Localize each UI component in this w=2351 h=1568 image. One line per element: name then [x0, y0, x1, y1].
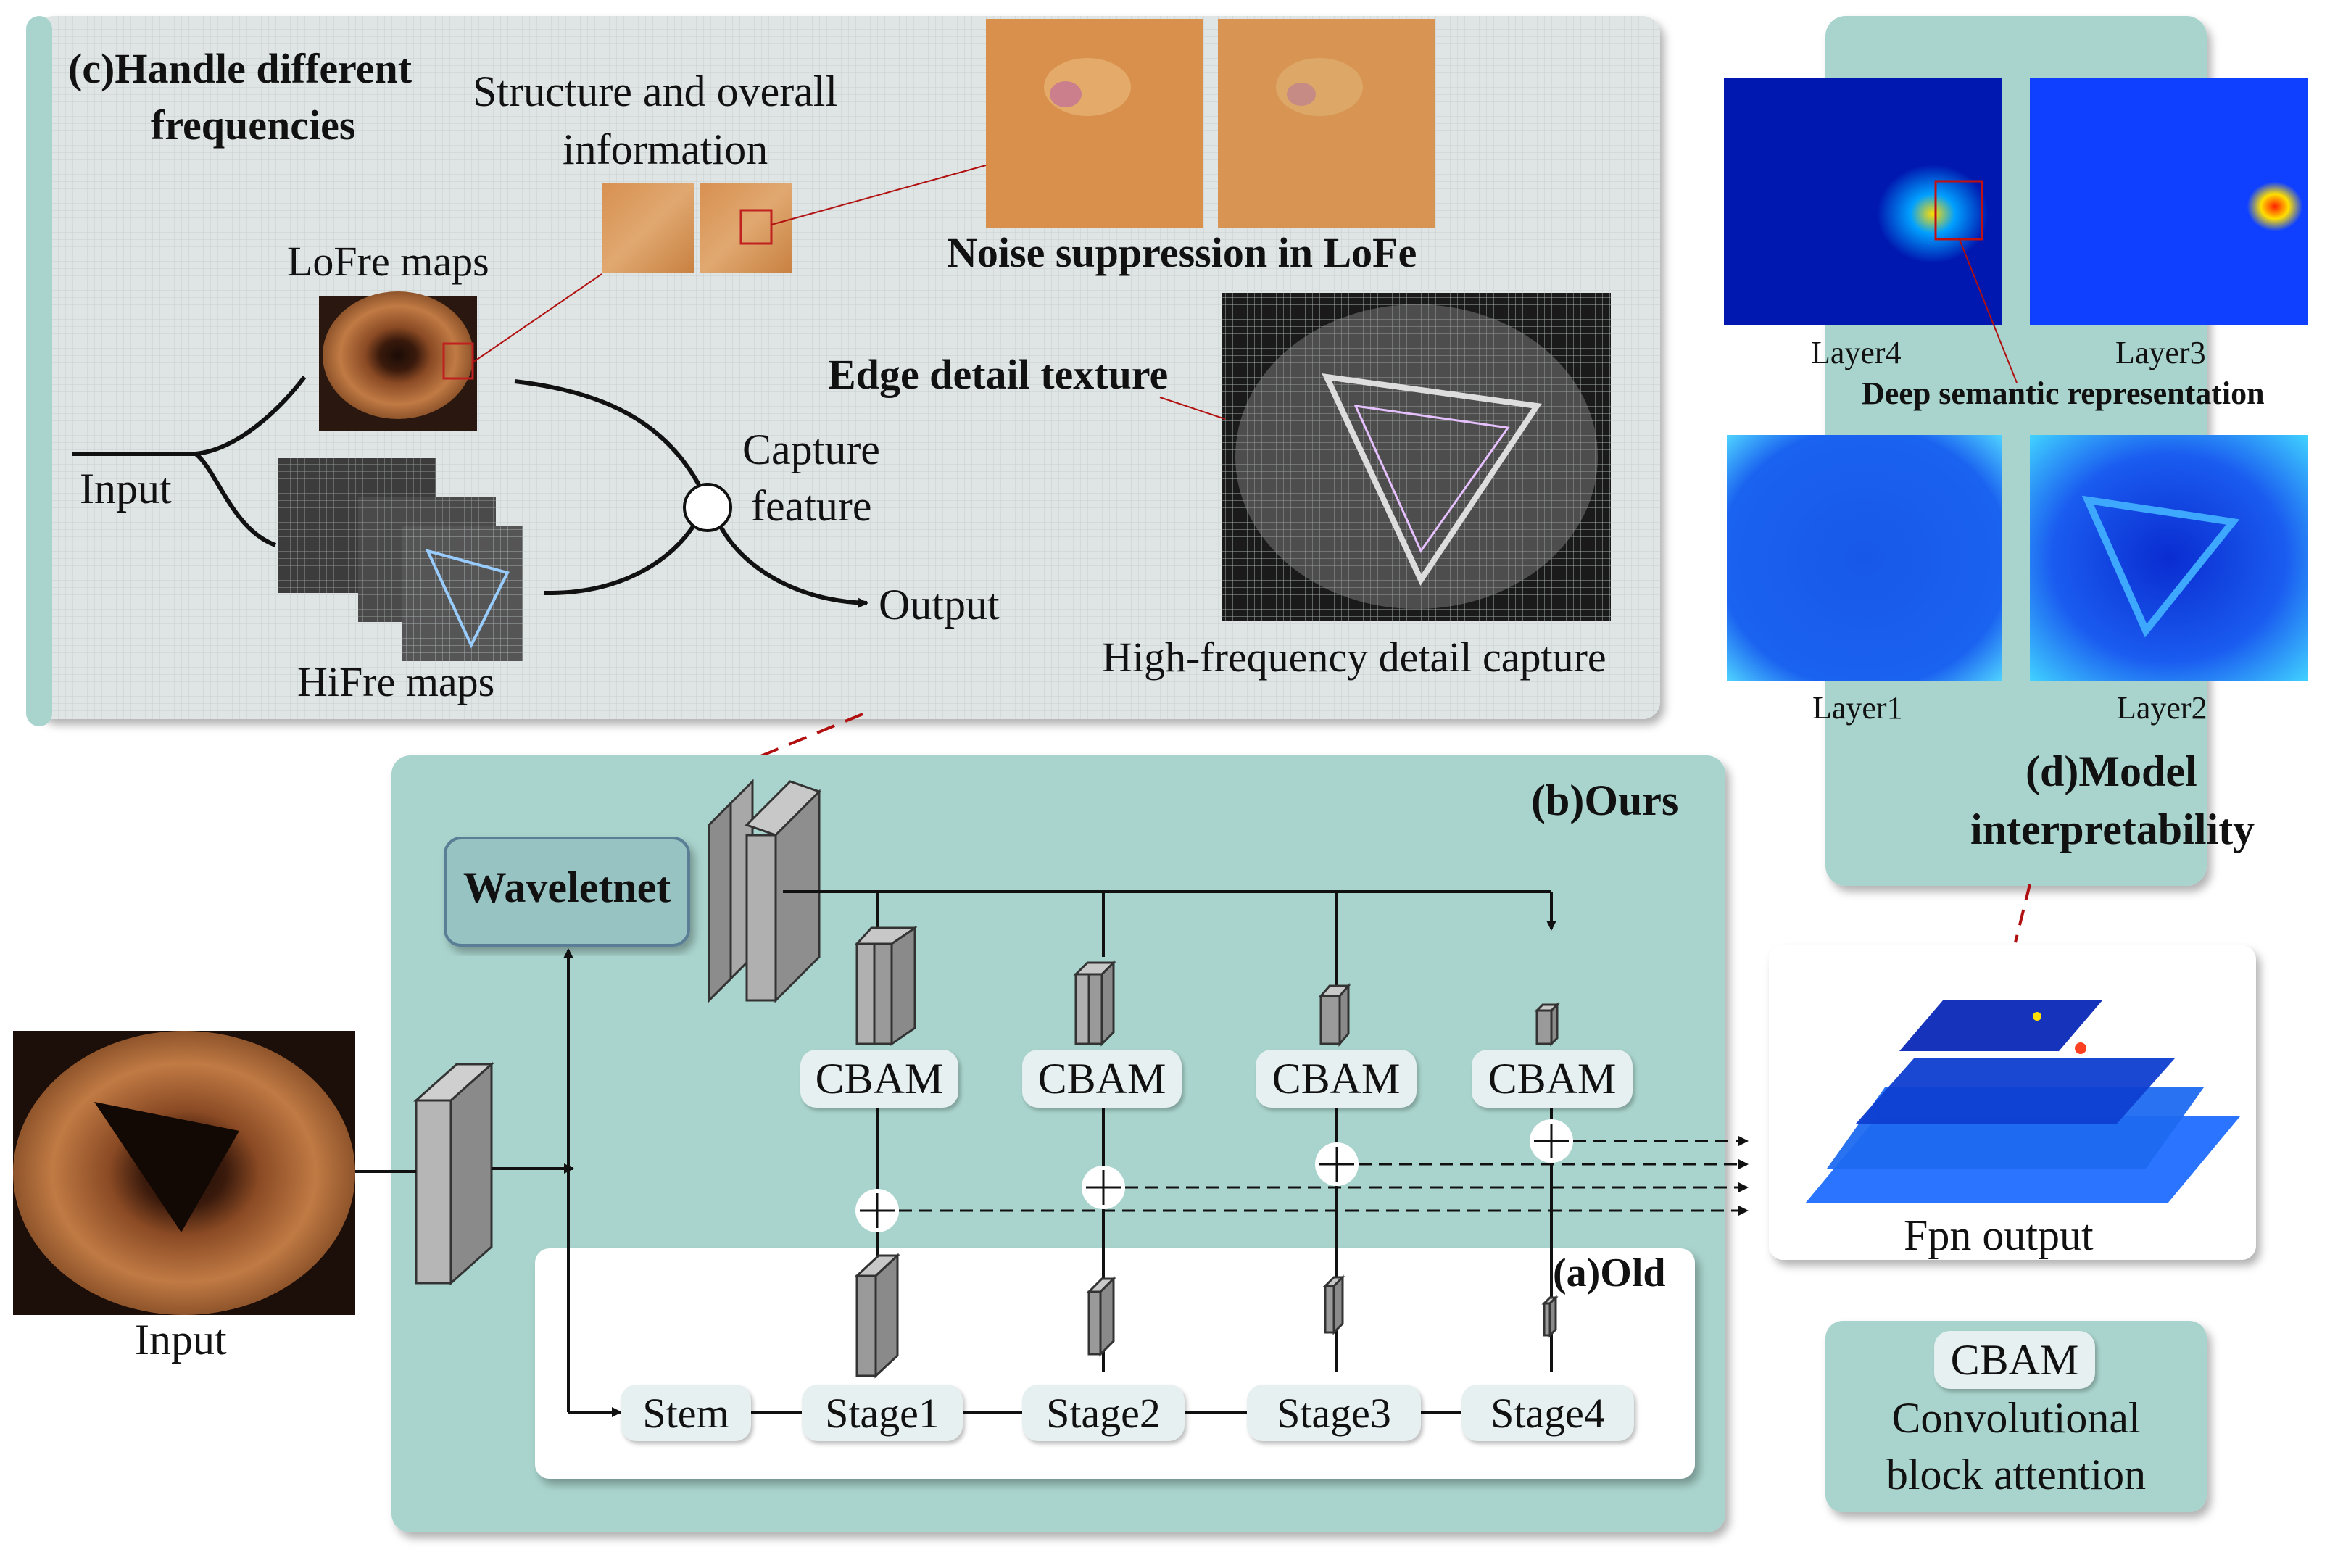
layer2-label: Layer2 — [2117, 690, 2207, 726]
heatmap-layer2 — [2030, 435, 2308, 681]
input-image-label: Input — [135, 1316, 227, 1364]
input-endoscopy-image — [13, 1031, 355, 1315]
panel-a — [535, 1248, 1695, 1479]
stage-stem: Stem — [621, 1385, 751, 1441]
panel-d-title-line1: (d)Model — [2025, 747, 2197, 795]
layer4-label: Layer4 — [1811, 335, 1902, 370]
structure-label-line1: Structure and overall — [473, 67, 838, 115]
capture-feature-line1: Capture — [742, 426, 880, 473]
cbam-label-stage3: CBAM — [1256, 1050, 1417, 1108]
stage-1: Stage1 — [802, 1385, 963, 1441]
panel-c-title-line2: frequencies — [151, 101, 356, 149]
cbam-label-stage2: CBAM — [1022, 1050, 1182, 1108]
cbam-feature-blocks — [854, 926, 1560, 1048]
hifre-map-images — [278, 458, 523, 661]
heatmap-layer1 — [1727, 435, 2002, 681]
stem-conv-block — [413, 1061, 494, 1286]
panel-c — [26, 16, 1660, 726]
heatmap-layer3 — [2030, 78, 2308, 325]
stage-3: Stage3 — [1247, 1385, 1421, 1441]
noise-suppression-label: Noise suppression in LoFe — [947, 229, 1417, 276]
layer1-label: Layer1 — [1812, 690, 1903, 726]
hifre-maps-label: HiFre maps — [297, 658, 495, 705]
panel-d-title-line2: interpretability — [1970, 805, 2255, 853]
capture-feature-line2: feature — [751, 482, 872, 530]
stage-2: Stage2 — [1022, 1385, 1185, 1441]
fpn-output-label: Fpn output — [1904, 1211, 2094, 1259]
fpn-level-4 — [1899, 1000, 2102, 1051]
fpn-output-panel — [1769, 945, 2256, 1260]
layer3-label: Layer3 — [2115, 335, 2206, 370]
panel-c-side-bar — [26, 16, 52, 726]
legend-cbam-abbr: CBAM — [1934, 1331, 2095, 1389]
panel-b-title: (b)Ours — [1531, 776, 1679, 824]
structure-label-line2: information — [563, 125, 768, 173]
legend-line2: block attention — [1886, 1451, 2147, 1498]
panel-c-title-line1: (c)Handle different — [68, 45, 412, 92]
waveletnet-feature-blocks — [708, 779, 821, 1003]
panel-a-title: (a)Old — [1553, 1250, 1666, 1295]
panel-b — [355, 755, 1725, 1532]
lofre-map-image — [319, 291, 477, 431]
legend-panel — [1825, 1321, 2207, 1512]
panel-c-input-label: Input — [80, 465, 172, 513]
structure-thumbnails — [602, 183, 792, 273]
stage-feature-blocks — [854, 1253, 1559, 1379]
cbam-label-stage4: CBAM — [1472, 1050, 1633, 1108]
output-label: Output — [879, 581, 1000, 629]
sum-nodes — [855, 1119, 1573, 1232]
waveletnet-box — [444, 837, 690, 947]
stage-4: Stage4 — [1461, 1385, 1634, 1441]
edge-detail-image — [1222, 293, 1611, 621]
waveletnet-label: Waveletnet — [463, 863, 671, 911]
heatmap-layer4 — [1724, 78, 2002, 325]
high-frequency-caption: High-frequency detail capture — [1102, 634, 1606, 681]
noise-zoom-images — [986, 19, 1435, 228]
fpn-dashed-arrows — [899, 1136, 1749, 1216]
panel-d — [1724, 16, 2308, 886]
cbam-label-stage1: CBAM — [800, 1050, 958, 1108]
legend-line1: Convolutional — [1891, 1394, 2141, 1442]
lofre-maps-label: LoFre maps — [287, 238, 489, 285]
deep-semantic-label: Deep semantic representation — [1862, 376, 2265, 411]
fpn-level-3 — [1856, 1058, 2175, 1124]
capture-node — [683, 483, 732, 532]
edge-detail-label: Edge detail texture — [828, 351, 1169, 398]
